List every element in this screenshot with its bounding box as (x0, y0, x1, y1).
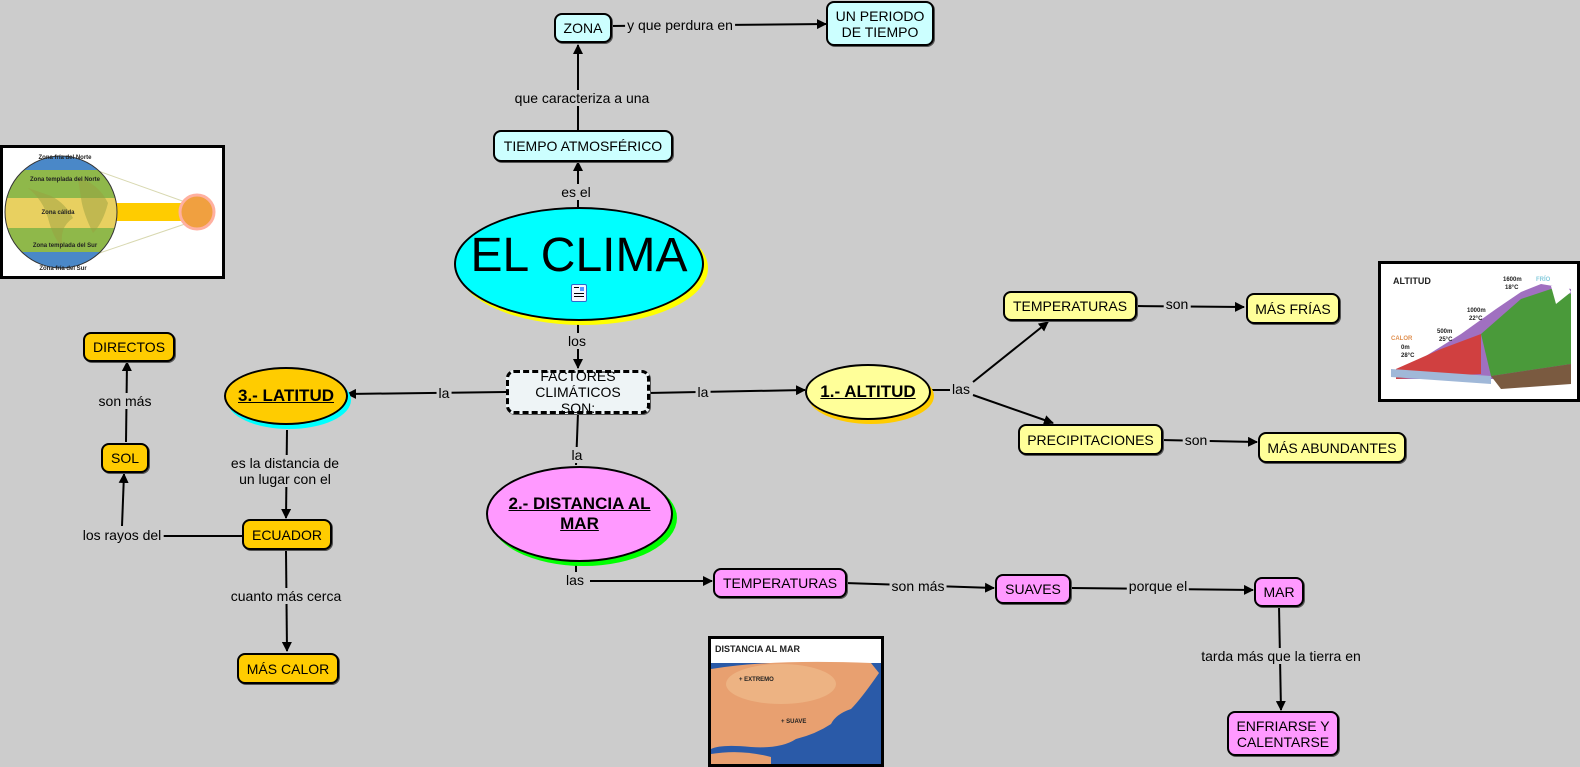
altitud-label: 1600m (1503, 277, 1522, 283)
link-label-porque-el: porque el (1126, 578, 1190, 594)
concept-un-periodo[interactable]: UN PERIODO DE TIEMPO (826, 1, 934, 46)
concept-distancia-label: 2.- DISTANCIA AL MAR (508, 494, 651, 533)
altitud-label: 22°C (1469, 316, 1483, 322)
link-line (972, 321, 1049, 383)
link-label-las-altitud: las (950, 381, 972, 397)
concept-directos[interactable]: DIRECTOS (83, 332, 175, 362)
concept-mar[interactable]: MAR (1254, 577, 1304, 607)
sun-ray (103, 203, 193, 221)
image-altitud[interactable]: ALTITUD 1600m 18°C FRÍO 1000m 22°C 500m … (1378, 261, 1580, 402)
concept-latitud-label: 3.- LATITUD (237, 386, 334, 405)
altitud-label: 18°C (1505, 285, 1519, 291)
link-label-las-mar: las (564, 572, 586, 588)
image-zonas-latitud[interactable]: Zona fría del Norte Zona templada del No… (0, 145, 225, 279)
link-label-la-down: la (569, 447, 585, 463)
concept-suaves[interactable]: SUAVES (995, 574, 1071, 604)
concept-el-clima[interactable]: EL CLIMA (454, 207, 704, 321)
altitud-label: 28°C (1401, 353, 1415, 359)
altitud-label: CALOR (1391, 336, 1413, 342)
altitud-label: 500m (1437, 329, 1452, 335)
link-label-son-frias: son (1163, 296, 1191, 312)
image-distancia-al-mar[interactable]: DISTANCIA AL MAR + EXTREMO + SUAVE (708, 636, 884, 767)
concept-distancia-al-mar[interactable]: 2.- DISTANCIA AL MAR (486, 466, 673, 562)
concept-mas-frias[interactable]: MÁS FRÍAS (1246, 293, 1340, 324)
link-label-son-abundantes: son (1182, 432, 1210, 448)
altitud-label: 0m (1401, 345, 1410, 351)
concept-mas-calor[interactable]: MÁS CALOR (237, 653, 339, 684)
concept-temperaturas-altitud[interactable]: TEMPERATURAS (1003, 291, 1137, 321)
altitud-title: ALTITUD (1393, 276, 1431, 286)
main-title: EL CLIMA (470, 229, 688, 282)
link-label-que-caracteriza: que caracteriza a una (512, 90, 652, 106)
distancia-label: + SUAVE (781, 719, 806, 725)
zone-label: Zona cálida (41, 210, 75, 216)
link-label-la-left: la (436, 385, 452, 401)
altitud-label: FRÍO (1536, 275, 1551, 283)
zone-label: Zona templada del Sur (33, 243, 98, 249)
document-image-icon[interactable] (571, 284, 587, 302)
concept-precipitaciones[interactable]: PRECIPITACIONES (1018, 424, 1163, 455)
link-label-la-right: la (695, 384, 711, 400)
concept-altitud[interactable]: 1.- ALTITUD (805, 364, 931, 420)
concept-altitud-label: 1.- ALTITUD (820, 382, 916, 401)
distancia-title: DISTANCIA AL MAR (715, 644, 800, 654)
link-label-son-mas-mar: son más (889, 578, 947, 594)
link-line (346, 388, 507, 399)
concept-mas-abundantes[interactable]: MÁS ABUNDANTES (1258, 432, 1406, 463)
concept-ecuador[interactable]: ECUADOR (242, 519, 332, 550)
link-label-tarda: tarda más que la tierra en (1199, 648, 1363, 664)
concept-zona[interactable]: ZONA (554, 13, 612, 43)
link-label-los: los (566, 333, 588, 349)
link-line (118, 473, 129, 527)
sun (178, 193, 216, 231)
distancia-label: + EXTREMO (739, 677, 774, 683)
zone-label: Zona fría del Norte (38, 155, 92, 161)
concept-factores-climaticos[interactable]: FACTORES CLIMÁTICOS SON: (506, 368, 650, 416)
altitud-label: 1000m (1467, 308, 1486, 314)
link-label-cuanto: cuanto más cerca (228, 588, 344, 604)
link-label-los-rayos: los rayos del (80, 527, 164, 543)
zone-label: Zona fría del Sur (39, 266, 87, 272)
concept-enfriarse-calentarse[interactable]: ENFRIARSE Y CALENTARSE (1227, 711, 1339, 756)
concept-latitud[interactable]: 3.- LATITUD (224, 367, 348, 425)
link-label-es-el: es el (559, 184, 593, 200)
link-line (647, 385, 806, 396)
concept-sol[interactable]: SOL (101, 443, 149, 473)
zone-label: Zona templada del Norte (30, 177, 101, 183)
link-label-es-la-distancia: es la distancia de un lugar con el (223, 455, 347, 487)
concept-tiempo-atmosferico[interactable]: TIEMPO ATMOSFÉRICO (493, 130, 673, 162)
link-line (972, 394, 1054, 425)
concept-temperaturas-mar[interactable]: TEMPERATURAS (713, 568, 847, 598)
link-label-y-que-perdura: y que perdura en (625, 17, 735, 33)
altitud-label: 25°C (1439, 337, 1453, 343)
link-label-son-mas-sol: son más (96, 393, 154, 409)
